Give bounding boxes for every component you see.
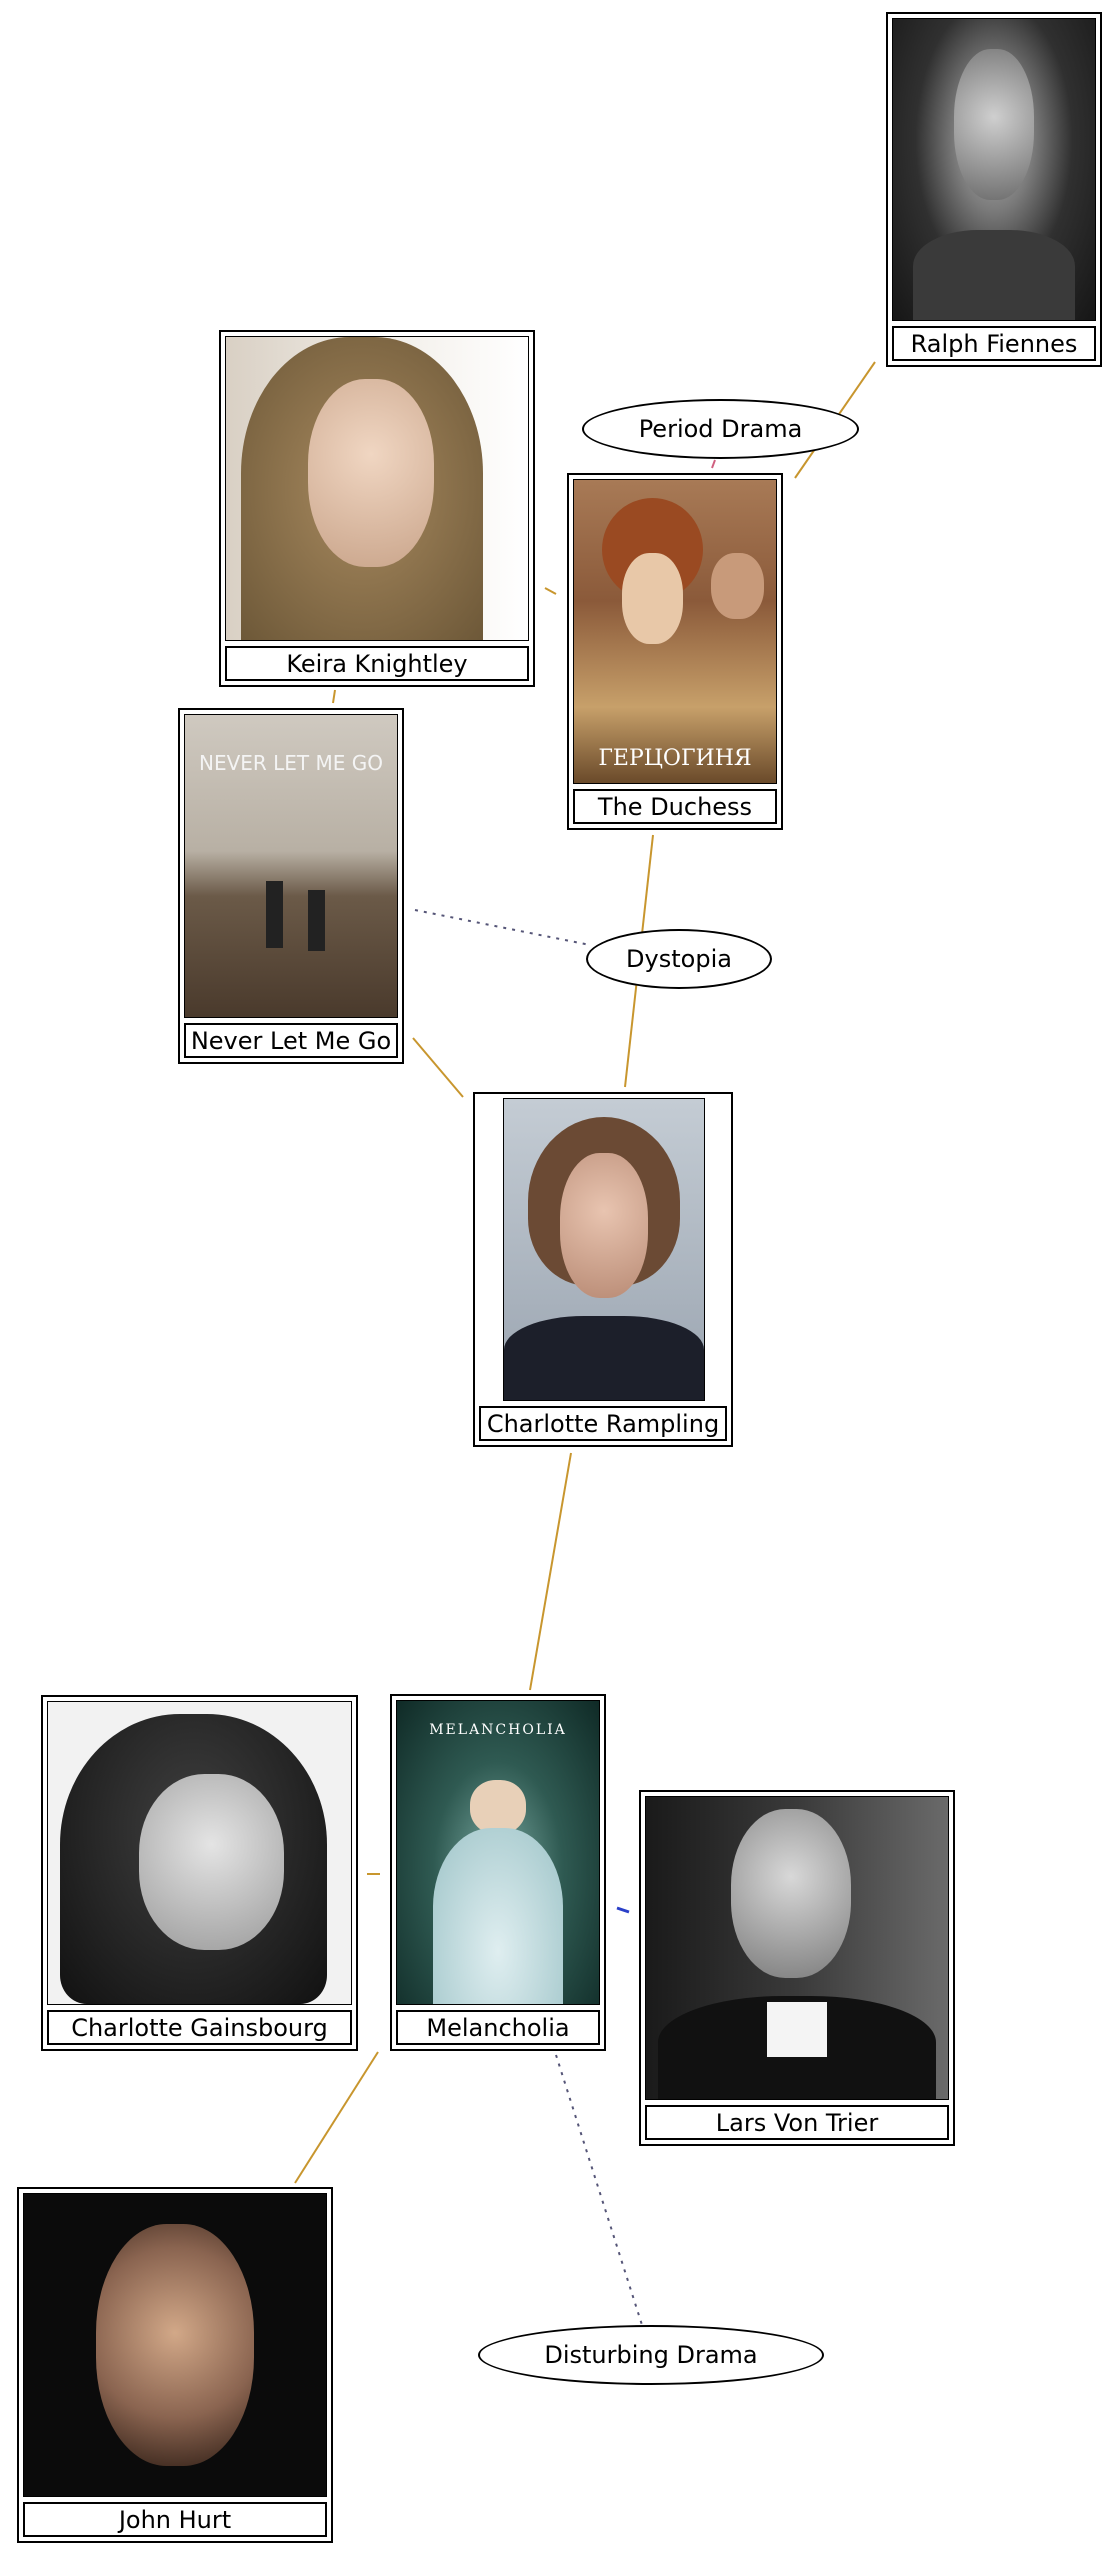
edge-nlmg-rampling (412, 1037, 464, 1098)
node-john-hurt[interactable]: John Hurt (17, 2187, 333, 2543)
node-label: Lars Von Trier (645, 2105, 949, 2140)
genre-period-drama[interactable]: Period Drama (582, 399, 859, 459)
node-label: Keira Knightley (225, 646, 529, 681)
genre-dystopia[interactable]: Dystopia (586, 929, 772, 989)
node-never-let-me-go[interactable]: NEVER LET ME GO Never Let Me Go (178, 708, 404, 1064)
node-the-duchess[interactable]: ГЕРЦОГИНЯ The Duchess (567, 473, 783, 830)
portrait-photo-icon (225, 336, 529, 641)
edge-keira-nlmg (332, 689, 336, 704)
node-ralph-fiennes[interactable]: Ralph Fiennes (886, 12, 1102, 367)
edge-melancholia-hurt (294, 2051, 379, 2184)
edge-nlmg-dystopia (414, 909, 591, 946)
node-label: Charlotte Rampling (479, 1406, 727, 1441)
poster-title: NEVER LET ME GO (198, 751, 383, 776)
node-keira-knightley[interactable]: Keira Knightley (219, 330, 535, 687)
node-charlotte-rampling[interactable]: Charlotte Rampling (473, 1092, 733, 1447)
node-lars-von-trier[interactable]: Lars Von Trier (639, 1790, 955, 2146)
node-label: Ralph Fiennes (892, 326, 1096, 361)
node-label: The Duchess (573, 789, 777, 824)
edge-melancholia-disturbing (555, 2054, 643, 2326)
node-melancholia[interactable]: MELANCHOLIA Melancholia (390, 1694, 606, 2051)
portrait-photo-icon (23, 2193, 327, 2497)
movie-poster-icon: MELANCHOLIA (396, 1700, 600, 2005)
edge-rampling-melancholia (529, 1452, 572, 1691)
edge-period-duchess (711, 459, 716, 469)
node-label: Melancholia (396, 2010, 600, 2045)
portrait-photo-icon (47, 1701, 352, 2005)
node-label: Never Let Me Go (184, 1023, 398, 1058)
poster-title: MELANCHOLIA (429, 1722, 567, 1739)
node-label: John Hurt (23, 2502, 327, 2537)
node-charlotte-gainsbourg[interactable]: Charlotte Gainsbourg (41, 1695, 358, 2051)
portrait-photo-icon (892, 18, 1096, 321)
movie-poster-icon: NEVER LET ME GO (184, 714, 398, 1018)
edge-melancholia-lvt (616, 1906, 630, 1914)
node-label: Charlotte Gainsbourg (47, 2010, 352, 2045)
portrait-photo-icon (503, 1098, 705, 1401)
portrait-photo-icon (645, 1796, 949, 2100)
poster-title: ГЕРЦОГИНЯ (598, 745, 752, 771)
movie-poster-icon: ГЕРЦОГИНЯ (573, 479, 777, 784)
edge-keira-duchess (544, 587, 557, 595)
genre-disturbing-drama[interactable]: Disturbing Drama (478, 2325, 824, 2385)
